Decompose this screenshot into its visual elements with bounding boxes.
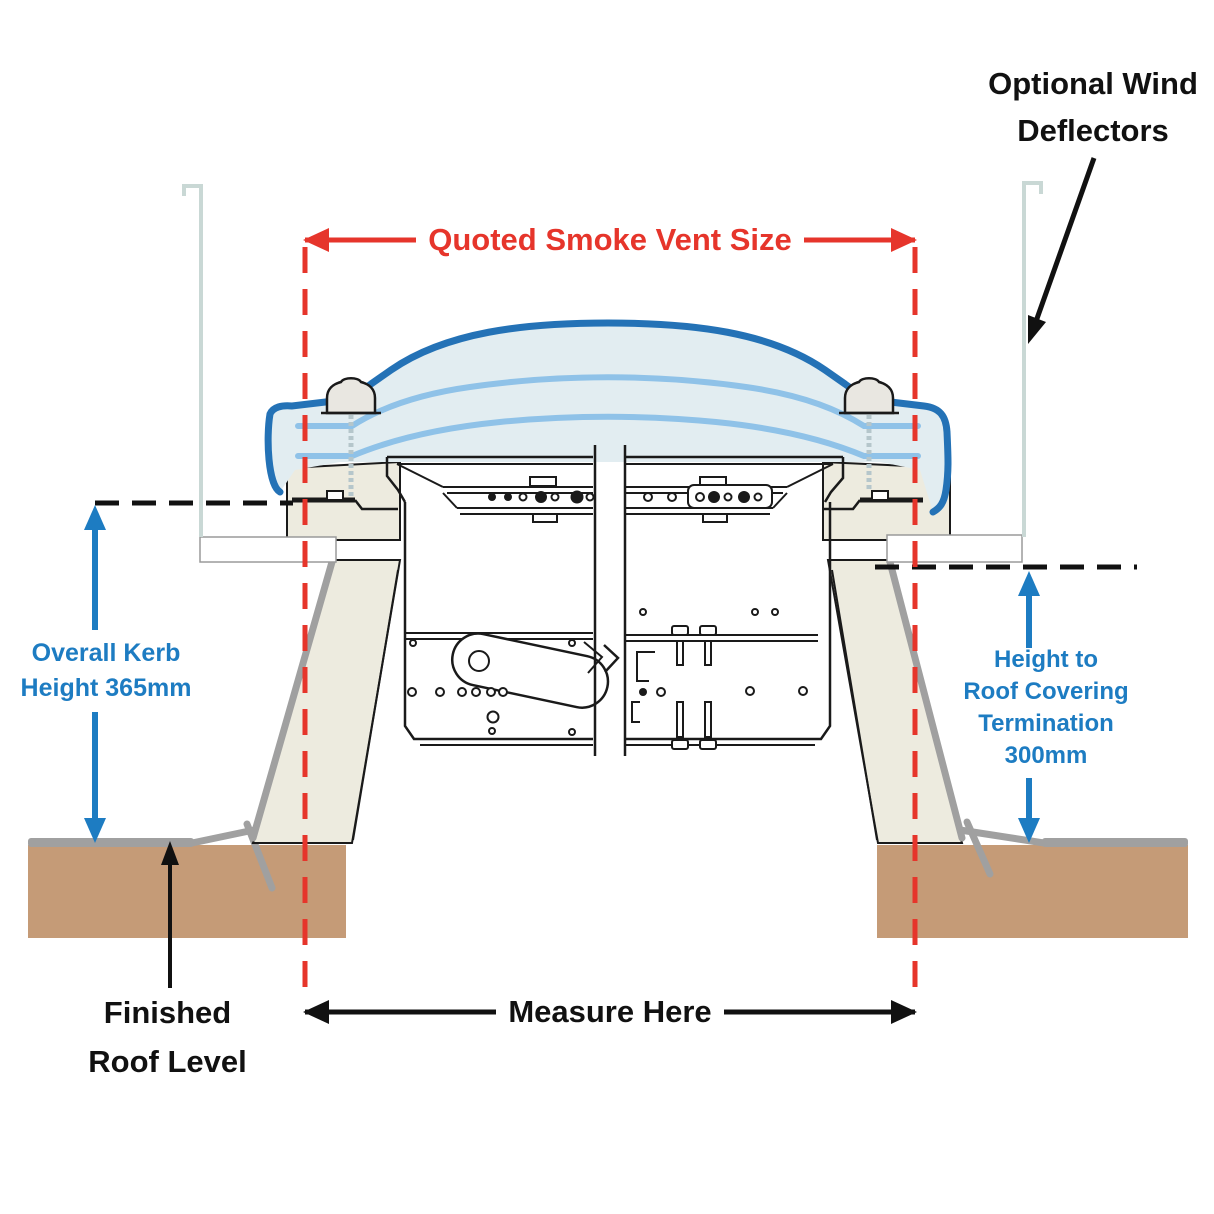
roof-termination-line2: Roof Covering xyxy=(963,678,1129,705)
wind-deflector-left xyxy=(182,184,203,537)
measure-arrowhead-right xyxy=(891,1000,917,1024)
red-arrowhead-right xyxy=(891,228,917,252)
roof-fixing-screw-right xyxy=(963,818,994,878)
measure-here-label: Measure Here xyxy=(305,993,915,1031)
roof-deck-right xyxy=(877,826,1188,938)
roof-termination-line4: 300mm xyxy=(1004,742,1088,769)
red-arrowhead-left xyxy=(303,228,329,252)
section-break xyxy=(593,445,627,756)
roof-deck-left xyxy=(28,826,346,938)
kerb-left xyxy=(249,460,402,844)
dome-glazing xyxy=(264,319,952,516)
dome-outer-skin xyxy=(264,319,952,516)
measure-arrowhead-left xyxy=(303,1000,329,1024)
kerb-height-arrows xyxy=(84,505,106,843)
finished-roof-level-line2: Roof Level xyxy=(88,1044,247,1079)
wind-deflector-pointer xyxy=(1028,157,1097,344)
deflector-mount-right xyxy=(886,534,1023,563)
quoted-vent-size-label: Quoted Smoke Vent Size xyxy=(305,220,915,260)
wind-deflector-right xyxy=(1022,181,1043,537)
frame-right-half xyxy=(625,455,845,750)
frame-left-half xyxy=(385,455,610,746)
overall-kerb-height-line2: Height 365mm xyxy=(20,674,192,702)
quoted-vent-size-text: Quoted Smoke Vent Size xyxy=(416,220,804,260)
measure-here-text: Measure Here xyxy=(496,993,724,1031)
dome-middle-skin xyxy=(295,374,921,429)
kerb-right xyxy=(822,460,966,844)
dome-inner-skin xyxy=(295,413,921,459)
roof-termination-label: Height to Roof Covering Termination 300m… xyxy=(952,644,1140,772)
roof-termination-line3: Termination xyxy=(978,710,1114,737)
fixing-cap-right xyxy=(839,377,899,415)
finished-roof-level-label: Finished Roof Level xyxy=(55,988,280,1086)
overall-kerb-height-label: Overall Kerb Height 365mm xyxy=(8,636,204,706)
wind-deflectors-label-line1: Optional Wind xyxy=(988,66,1198,101)
deflector-mount-left xyxy=(199,536,337,563)
finished-roof-pointer xyxy=(161,841,179,988)
termination-height-arrows xyxy=(1018,571,1040,843)
actuator-lever xyxy=(451,632,610,709)
wind-deflectors-label-line2: Deflectors xyxy=(1017,113,1169,148)
roof-termination-line1: Height to xyxy=(994,646,1098,673)
fixing-cap-left xyxy=(321,377,381,415)
wind-deflectors-label: Optional Wind Deflectors xyxy=(960,60,1214,154)
finished-roof-level-line1: Finished xyxy=(103,995,232,1030)
overall-kerb-height-line1: Overall Kerb xyxy=(31,639,181,667)
